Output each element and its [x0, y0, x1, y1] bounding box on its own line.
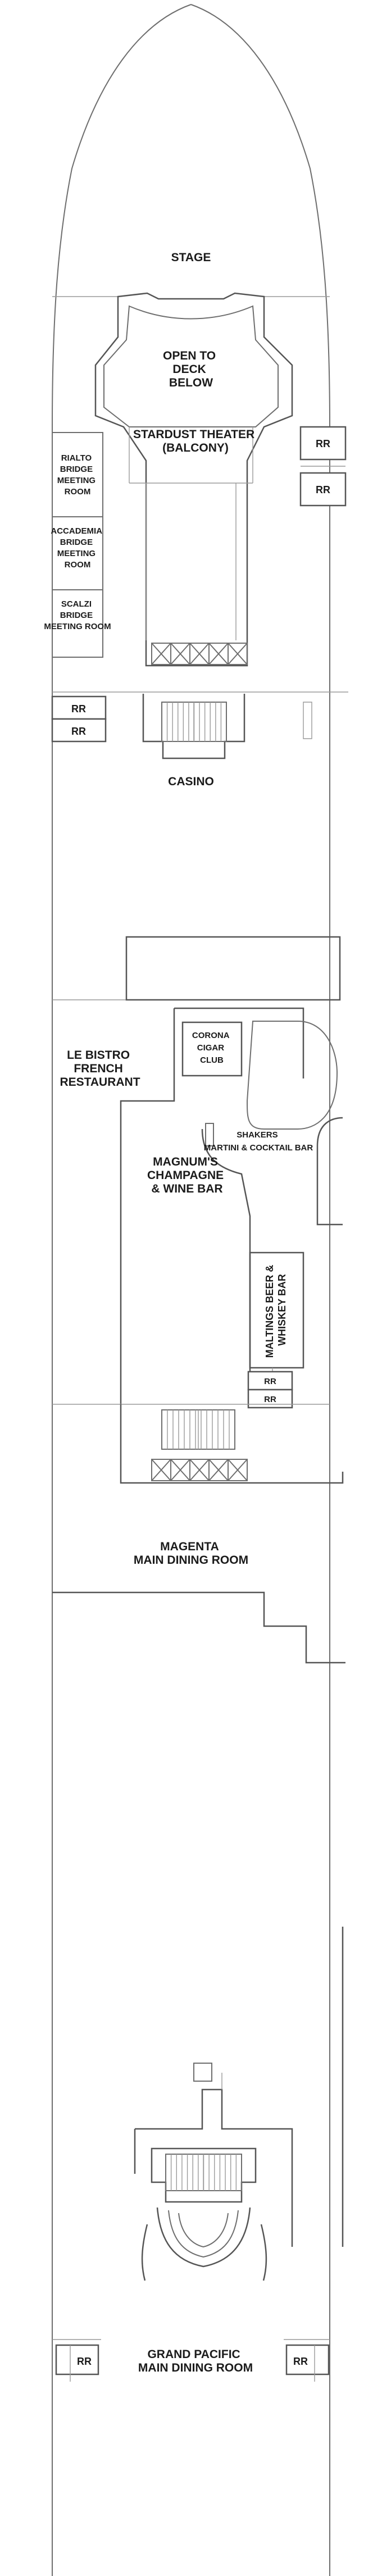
rr-label: RR [316, 438, 330, 449]
maltings-bar-room [249, 1251, 304, 1369]
rialto-label: RIALTO BRIDGE MEETING ROOM [57, 453, 98, 497]
rr-label: RR [71, 703, 86, 714]
stair-treads [166, 702, 222, 741]
restroom-box [247, 1371, 293, 1391]
magnums-label: MAGNUM'S CHAMPAGNE & WINE BAR [147, 1155, 227, 1195]
corona-cigar-club-room [181, 1021, 243, 1077]
scalzi-room [52, 589, 103, 658]
magenta-label: MAGENTA MAIN DINING ROOM [134, 1540, 248, 1567]
casino-bar-block [125, 936, 341, 1001]
stair-treads [170, 2154, 237, 2191]
aft-x-truss [193, 2063, 212, 2082]
stair-treads [167, 1410, 230, 1449]
restroom-box [285, 2344, 330, 2375]
restroom-box [51, 718, 107, 743]
rr-label: RR [77, 2356, 92, 2367]
accademia-label: ACCADEMIA BRIDGE MEETING ROOM [51, 526, 104, 570]
bars-area [120, 1007, 343, 1409]
column [303, 702, 312, 739]
rr-label: RR [293, 2356, 308, 2367]
rialto-room [52, 432, 103, 517]
restroom-box [55, 2344, 99, 2375]
restroom-box [299, 426, 347, 461]
le-bistro-label: LE BISTRO FRENCH RESTAURANT [60, 1049, 140, 1089]
maltings-label: MALTINGS BEER & WHISKEY BAR [264, 1262, 288, 1358]
rr-label: RR [71, 726, 86, 737]
x-truss-row [151, 1459, 248, 1481]
open-to-deck-label: OPEN TO DECK BELOW [163, 349, 219, 389]
scalzi-label: SCALZI BRIDGE MEETING ROOM [44, 599, 111, 631]
x-truss-row [151, 643, 248, 665]
restroom-box [51, 695, 107, 720]
theater-area [52, 292, 330, 667]
magenta-dining-outline [52, 1591, 345, 1664]
corona-label: CORONA CIGAR CLUB [192, 1031, 231, 1065]
casino-label: CASINO [168, 775, 214, 788]
stairwell-mid [120, 1404, 344, 1484]
stardust-theater-label: STARDUST THEATER (BALCONY) [133, 428, 258, 454]
rr-label: RR [264, 1395, 276, 1404]
hull-port-side [52, 4, 192, 2576]
stage-label: STAGE [171, 251, 211, 264]
rr-label: RR [264, 1377, 276, 1386]
shakers-label: SHAKERS MARTINI & COCKTAIL BAR [204, 1130, 313, 1153]
grand-pacific-area [134, 1927, 344, 2281]
rr-label: RR [316, 484, 330, 495]
restroom-box [299, 472, 347, 507]
hull-starboard-side [190, 4, 330, 2576]
grand-pacific-label: GRAND PACIFIC MAIN DINING ROOM [138, 2348, 253, 2374]
